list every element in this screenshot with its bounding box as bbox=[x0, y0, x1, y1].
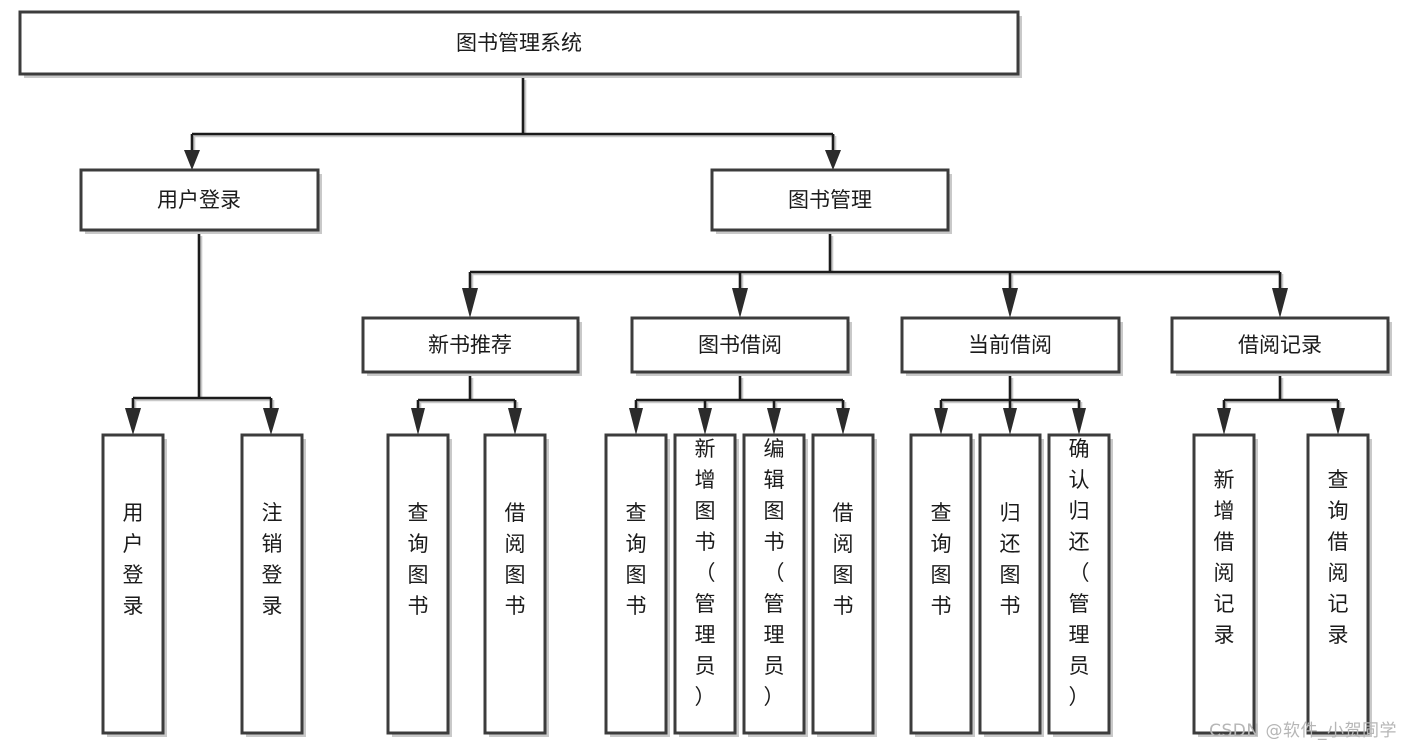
arrow-head-icon bbox=[184, 150, 200, 170]
leaf-user-logout[interactable]: 注销登录 bbox=[240, 433, 306, 737]
node-current-borrow-label: 当前借阅 bbox=[968, 333, 1052, 357]
node-book-management[interactable]: 图书管理 bbox=[710, 168, 952, 234]
leaf-query-record[interactable]: 查询借阅记录 bbox=[1306, 433, 1372, 737]
node-new-book-recommend-label: 新书推荐 bbox=[428, 333, 512, 357]
leaf-confirm-return[interactable]: 确认归还（管理员） bbox=[1047, 433, 1113, 737]
leaf-edit-book[interactable]: 编辑图书（管理员） bbox=[742, 433, 808, 737]
arrow-head-icon bbox=[767, 408, 781, 435]
leaf-user-login-label: 用户登录 bbox=[123, 501, 144, 618]
node-new-book-recommend[interactable]: 新书推荐 bbox=[361, 316, 582, 376]
leaf-query-book-3-label: 查询图书 bbox=[931, 501, 952, 618]
arrow-head-icon bbox=[732, 288, 748, 318]
leaf-return-book[interactable]: 归还图书 bbox=[978, 433, 1044, 737]
leaf-user-logout-label: 注销登录 bbox=[262, 501, 283, 618]
leaf-add-record-label: 新增借阅记录 bbox=[1214, 468, 1235, 647]
node-book-management-label: 图书管理 bbox=[788, 188, 872, 212]
leaf-user-login[interactable]: 用户登录 bbox=[101, 433, 167, 737]
node-user-login[interactable]: 用户登录 bbox=[79, 168, 322, 234]
leaf-add-record[interactable]: 新增借阅记录 bbox=[1192, 433, 1258, 737]
leaf-borrow-book-2[interactable]: 借阅图书 bbox=[811, 433, 877, 737]
node-book-borrow[interactable]: 图书借阅 bbox=[630, 316, 852, 376]
leaf-edit-book-label: 编辑图书（管理员） bbox=[764, 437, 785, 709]
connector-group-user-login bbox=[125, 234, 279, 435]
connector-group-root bbox=[184, 78, 841, 170]
leaf-borrow-book-1[interactable]: 借阅图书 bbox=[483, 433, 549, 737]
connector-group-new-book-recommend bbox=[411, 376, 522, 435]
leaf-borrow-book-2-label: 借阅图书 bbox=[833, 501, 854, 618]
connector-group-book-borrow bbox=[629, 376, 850, 435]
leaf-query-book-2-label: 查询图书 bbox=[626, 501, 647, 618]
arrow-head-icon bbox=[1217, 408, 1231, 435]
arrow-head-icon bbox=[125, 408, 141, 435]
arrow-head-icon bbox=[263, 408, 279, 435]
node-current-borrow[interactable]: 当前借阅 bbox=[900, 316, 1123, 376]
leaf-query-record-label: 查询借阅记录 bbox=[1328, 468, 1349, 647]
arrow-head-icon bbox=[411, 408, 425, 435]
leaf-confirm-return-label: 确认归还（管理员） bbox=[1069, 437, 1090, 709]
arrow-head-icon bbox=[934, 408, 948, 435]
node-root[interactable]: 图书管理系统 bbox=[18, 10, 1022, 78]
connector-group-current-borrow bbox=[934, 376, 1086, 435]
leaf-return-book-label: 归还图书 bbox=[1000, 501, 1021, 618]
arrow-head-icon bbox=[698, 408, 712, 435]
arrow-head-icon bbox=[1003, 408, 1017, 435]
arrow-head-icon bbox=[629, 408, 643, 435]
arrow-head-icon bbox=[825, 150, 841, 170]
leaf-query-book-3[interactable]: 查询图书 bbox=[909, 433, 975, 737]
connector-group-borrow-record bbox=[1217, 376, 1345, 435]
leaf-add-book[interactable]: 新增图书（管理员） bbox=[673, 433, 739, 737]
arrow-head-icon bbox=[1331, 408, 1345, 435]
leaf-query-book-2[interactable]: 查询图书 bbox=[604, 433, 670, 737]
arrow-head-icon bbox=[1002, 288, 1018, 318]
node-book-borrow-label: 图书借阅 bbox=[698, 333, 782, 357]
arrow-head-icon bbox=[462, 288, 478, 318]
leaf-add-book-label: 新增图书（管理员） bbox=[695, 437, 716, 709]
node-user-login-label: 用户登录 bbox=[157, 188, 241, 212]
leaf-borrow-book-1-label: 借阅图书 bbox=[505, 501, 526, 618]
connector-group-book-management bbox=[462, 234, 1288, 318]
node-root-label: 图书管理系统 bbox=[456, 31, 582, 55]
leaf-query-book-1-label: 查询图书 bbox=[408, 501, 429, 618]
leaf-query-book-1[interactable]: 查询图书 bbox=[386, 433, 452, 737]
arrow-head-icon bbox=[508, 408, 522, 435]
arrow-head-icon bbox=[1272, 288, 1288, 318]
node-borrow-record[interactable]: 借阅记录 bbox=[1170, 316, 1392, 376]
arrow-head-icon bbox=[1072, 408, 1086, 435]
arrow-head-icon bbox=[836, 408, 850, 435]
node-borrow-record-label: 借阅记录 bbox=[1238, 333, 1322, 357]
